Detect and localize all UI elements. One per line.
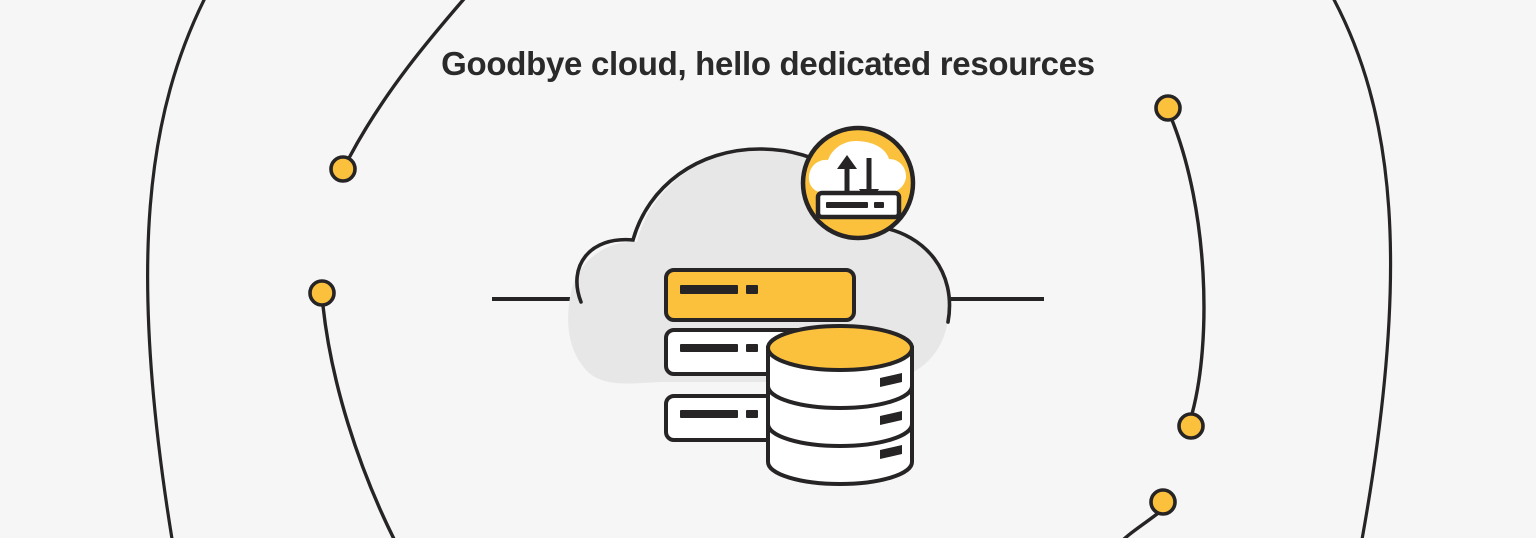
inner-arc-bottom-left — [321, 304, 396, 538]
server-rack-top-indicator-bar — [680, 285, 738, 294]
database-status-mark-2 — [880, 411, 902, 425]
server-rack-top-indicator-dot — [746, 285, 758, 294]
inner-arc-bottom-right — [1122, 512, 1159, 538]
database-cylinder — [766, 324, 914, 486]
database-body — [766, 346, 914, 486]
orbit-dot-top-right — [1154, 94, 1182, 122]
orbit-dot-top-left — [329, 155, 357, 183]
orbit-dot-mid-left — [308, 279, 336, 307]
server-rack-bottom-indicator-bar — [680, 410, 738, 418]
badge-cloud-icon — [808, 141, 906, 193]
inner-arc-right — [1170, 118, 1206, 416]
database-status-mark-3 — [880, 445, 902, 459]
outer-arc-left — [145, 0, 206, 538]
cloud-sync-badge — [800, 125, 916, 241]
cloud-outline — [575, 147, 952, 324]
page-title: Goodbye cloud, hello dedicated resources — [441, 45, 1095, 82]
orbit-dot-bottom-right — [1149, 488, 1177, 516]
server-rack-top — [664, 268, 856, 322]
server-rack-middle-indicator-dot — [746, 344, 758, 352]
outer-arc-right — [1332, 0, 1393, 538]
database-divider-1 — [766, 385, 914, 410]
server-rack-bottom-indicator-dot — [746, 410, 758, 418]
badge-server-indicator-bar — [826, 202, 868, 208]
orbit-dot-mid-right — [1177, 412, 1205, 440]
badge-server-indicator-dot — [874, 202, 884, 208]
database-top-disc — [766, 324, 914, 372]
inner-arc-top-left — [347, 0, 466, 160]
server-rack-middle-indicator-bar — [680, 344, 738, 352]
database-divider-2 — [766, 423, 914, 448]
database-status-mark-1 — [880, 373, 902, 387]
